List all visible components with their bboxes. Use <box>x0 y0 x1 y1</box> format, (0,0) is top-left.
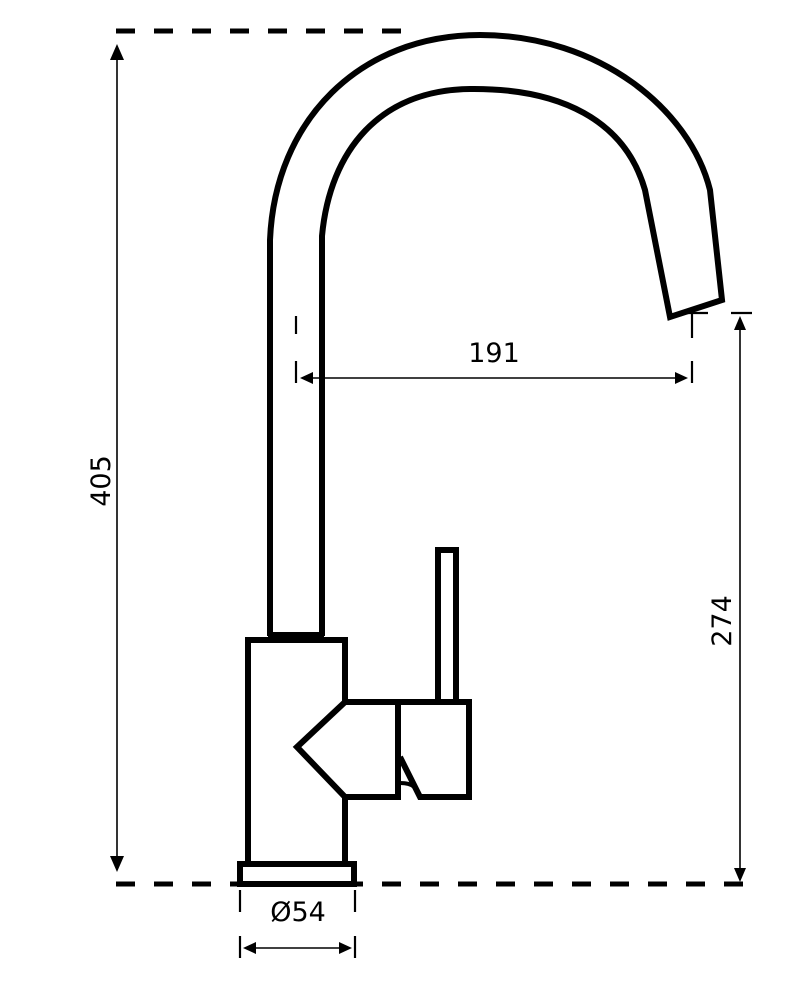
dimension-outlet-height: 274 <box>707 311 752 882</box>
dimension-label-191: 191 <box>468 338 520 369</box>
cartridge-housing <box>292 699 401 800</box>
dimension-label-274: 274 <box>707 595 738 647</box>
faucet <box>237 31 726 887</box>
dimension-label-diameter-54: Ø54 <box>270 897 326 928</box>
dimension-total-height: 405 <box>86 44 124 872</box>
dimension-base-diameter: Ø54 <box>238 890 357 958</box>
body <box>245 637 348 863</box>
base-plate <box>237 861 357 887</box>
dimension-spout-reach: 191 <box>294 311 708 384</box>
dimension-label-405: 405 <box>86 455 117 507</box>
spout <box>267 31 726 636</box>
lever-handle <box>435 547 459 705</box>
